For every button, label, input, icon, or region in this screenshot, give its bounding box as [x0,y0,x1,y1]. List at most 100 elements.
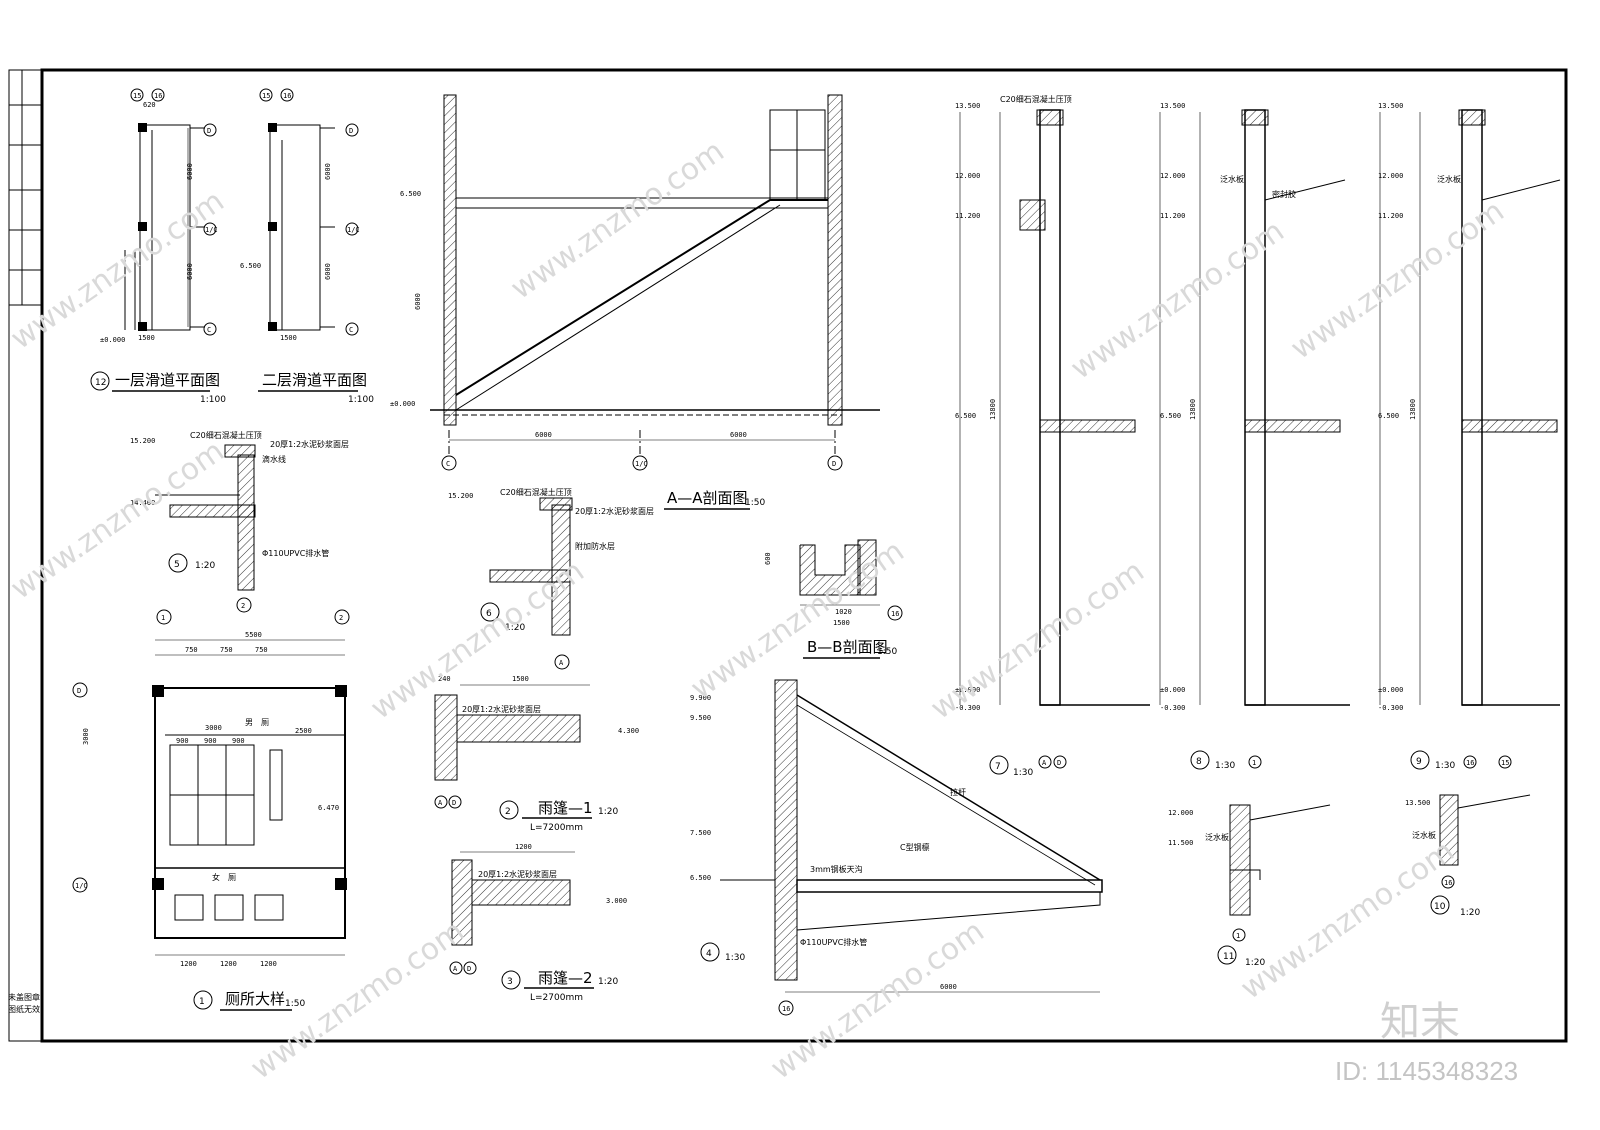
detail-9-wall-section: 13.500 12.000 11.200 6.500 ±0.000 -0.300… [1378,102,1561,771]
svg-text:1: 1 [1236,932,1240,940]
svg-text:D: D [1057,759,1061,767]
detail-12-slide-plans: 6000 6000 1500 620 15 16 D 1/C C ±0.000 … [90,88,374,405]
svg-text:1:30: 1:30 [1435,761,1455,771]
svg-text:D: D [207,127,211,135]
svg-text:www.znzmo.com: www.znzmo.com [925,554,1151,727]
svg-text:1:20: 1:20 [598,807,618,817]
svg-text:1/C: 1/C [347,226,360,234]
svg-text:泛水板: 泛水板 [1220,174,1244,184]
svg-text:密封胶: 密封胶 [1272,189,1296,199]
svg-text:L=2700mm: L=2700mm [530,993,583,1003]
female-wc-label: 女 厕 [212,872,236,882]
svg-text:1500: 1500 [280,334,297,342]
svg-text:750: 750 [220,646,233,654]
svg-text:D: D [77,687,81,695]
svg-text:C20细石混凝土压顶: C20细石混凝土压顶 [1000,94,1072,104]
svg-text:20厚1:2水泥砂浆面层: 20厚1:2水泥砂浆面层 [462,704,541,714]
svg-text:9.900: 9.900 [690,694,711,702]
section-b-b-title: B—B剖面图 [807,638,888,656]
detail-10-flashing: 13.500 泛水板 16 10 1:20 [1405,794,1531,918]
svg-text:±0.000: ±0.000 [1160,686,1185,694]
svg-text:3.000: 3.000 [606,897,627,905]
svg-text:±0.000: ±0.000 [390,400,415,408]
svg-text:3000: 3000 [205,724,222,732]
svg-text:6000: 6000 [535,431,552,439]
svg-text:A: A [453,965,458,973]
svg-text:-0.300: -0.300 [1160,704,1185,712]
svg-text:1/C: 1/C [205,226,218,234]
svg-text:15.200: 15.200 [448,492,473,500]
watermarks: www.znzmo.com www.znzmo.com www.znzmo.co… [5,134,1519,1087]
svg-text:20厚1:2水泥砂浆面层: 20厚1:2水泥砂浆面层 [478,869,557,879]
svg-text:www.znzmo.com: www.znzmo.com [765,914,991,1087]
svg-text:16: 16 [283,92,291,100]
svg-text:600: 600 [764,552,772,565]
svg-text:1:30: 1:30 [725,953,745,963]
svg-text:1:20: 1:20 [1245,958,1265,968]
svg-text:750: 750 [185,646,198,654]
svg-text:1200: 1200 [515,843,532,851]
svg-text:16: 16 [154,92,162,100]
toilet-stalls [169,744,284,921]
svg-text:1:100: 1:100 [200,395,226,405]
svg-text:5500: 5500 [245,631,262,639]
detail-6-number: 6 [486,609,492,619]
watermark-brand: 知末 [1380,999,1460,1045]
svg-text:1:20: 1:20 [505,623,525,633]
svg-text:15: 15 [262,92,270,100]
svg-text:C: C [349,326,353,334]
svg-text:A: A [1042,759,1047,767]
detail-12a-title: 一层滑道平面图 [115,371,220,389]
detail-3-number: 3 [507,977,513,987]
svg-text:9.500: 9.500 [690,714,711,722]
svg-text:14.400: 14.400 [130,499,155,507]
detail-4-truss-canopy: 9.900 9.500 7.500 6.500 拉杆 C型钢檩 3mm钢板天沟 … [690,679,1103,1016]
svg-text:D: D [832,460,836,468]
svg-text:1:30: 1:30 [1215,761,1235,771]
svg-text:-0.300: -0.300 [1378,704,1403,712]
detail-2-number: 2 [505,807,511,817]
svg-text:11.200: 11.200 [1160,212,1185,220]
svg-text:1/C: 1/C [75,882,88,890]
detail-7-wall-section: 13.500 12.000 11.200 6.500 ±0.000 -0.300… [955,94,1150,778]
svg-text:±0.000: ±0.000 [955,686,980,694]
detail-7-number: 7 [995,762,1001,772]
svg-text:20厚1:2水泥砂浆面层: 20厚1:2水泥砂浆面层 [270,439,349,449]
section-a-a: 6000 6000 C 1/C D 6.500 ±0.000 6000 A—A剖… [390,94,880,510]
svg-text:6000: 6000 [730,431,747,439]
detail-11-flashing: 12.000 11.500 泛水板 1 11 1:20 [1168,804,1331,968]
svg-text:6000: 6000 [940,983,957,991]
svg-text:2500: 2500 [295,727,312,735]
svg-text:1:50: 1:50 [877,647,897,657]
detail-5-parapet: 15.200 14.400 20厚1:2水泥砂浆面层 滴水线 C20细石混凝土压… [130,430,349,613]
svg-text:1020: 1020 [835,608,852,616]
watermark-id: ID: 1145348323 [1335,1056,1518,1086]
svg-text:7.500: 7.500 [690,829,711,837]
svg-text:13.500: 13.500 [1160,102,1185,110]
svg-text:1200: 1200 [260,960,277,968]
svg-text:L=7200mm: L=7200mm [530,823,583,833]
detail-4-number: 4 [706,949,712,959]
detail-12b-title: 二层滑道平面图 [262,371,367,389]
svg-text:www.znzmo.com: www.znzmo.com [5,434,231,607]
male-wc-label: 男 厕 [245,718,269,727]
svg-text:A: A [559,659,564,667]
svg-text:1200: 1200 [180,960,197,968]
svg-text:6000: 6000 [186,263,194,280]
svg-text:16: 16 [1466,759,1474,767]
stamp-note-1: 未盖图章 [8,992,40,1002]
svg-text:13.500: 13.500 [955,102,980,110]
svg-text:1:30: 1:30 [1013,768,1033,778]
svg-text:泛水板: 泛水板 [1437,174,1461,184]
svg-text:泛水板: 泛水板 [1205,832,1229,842]
svg-text:www.znzmo.com: www.znzmo.com [365,554,591,727]
svg-text:11.200: 11.200 [955,212,980,220]
svg-text:16: 16 [891,610,899,618]
svg-text:-0.300: -0.300 [955,704,980,712]
svg-text:D: D [452,799,456,807]
svg-text:1:20: 1:20 [195,561,215,571]
svg-text:6.500: 6.500 [1378,412,1399,420]
svg-text:1:20: 1:20 [598,977,618,987]
svg-text:A: A [438,799,443,807]
